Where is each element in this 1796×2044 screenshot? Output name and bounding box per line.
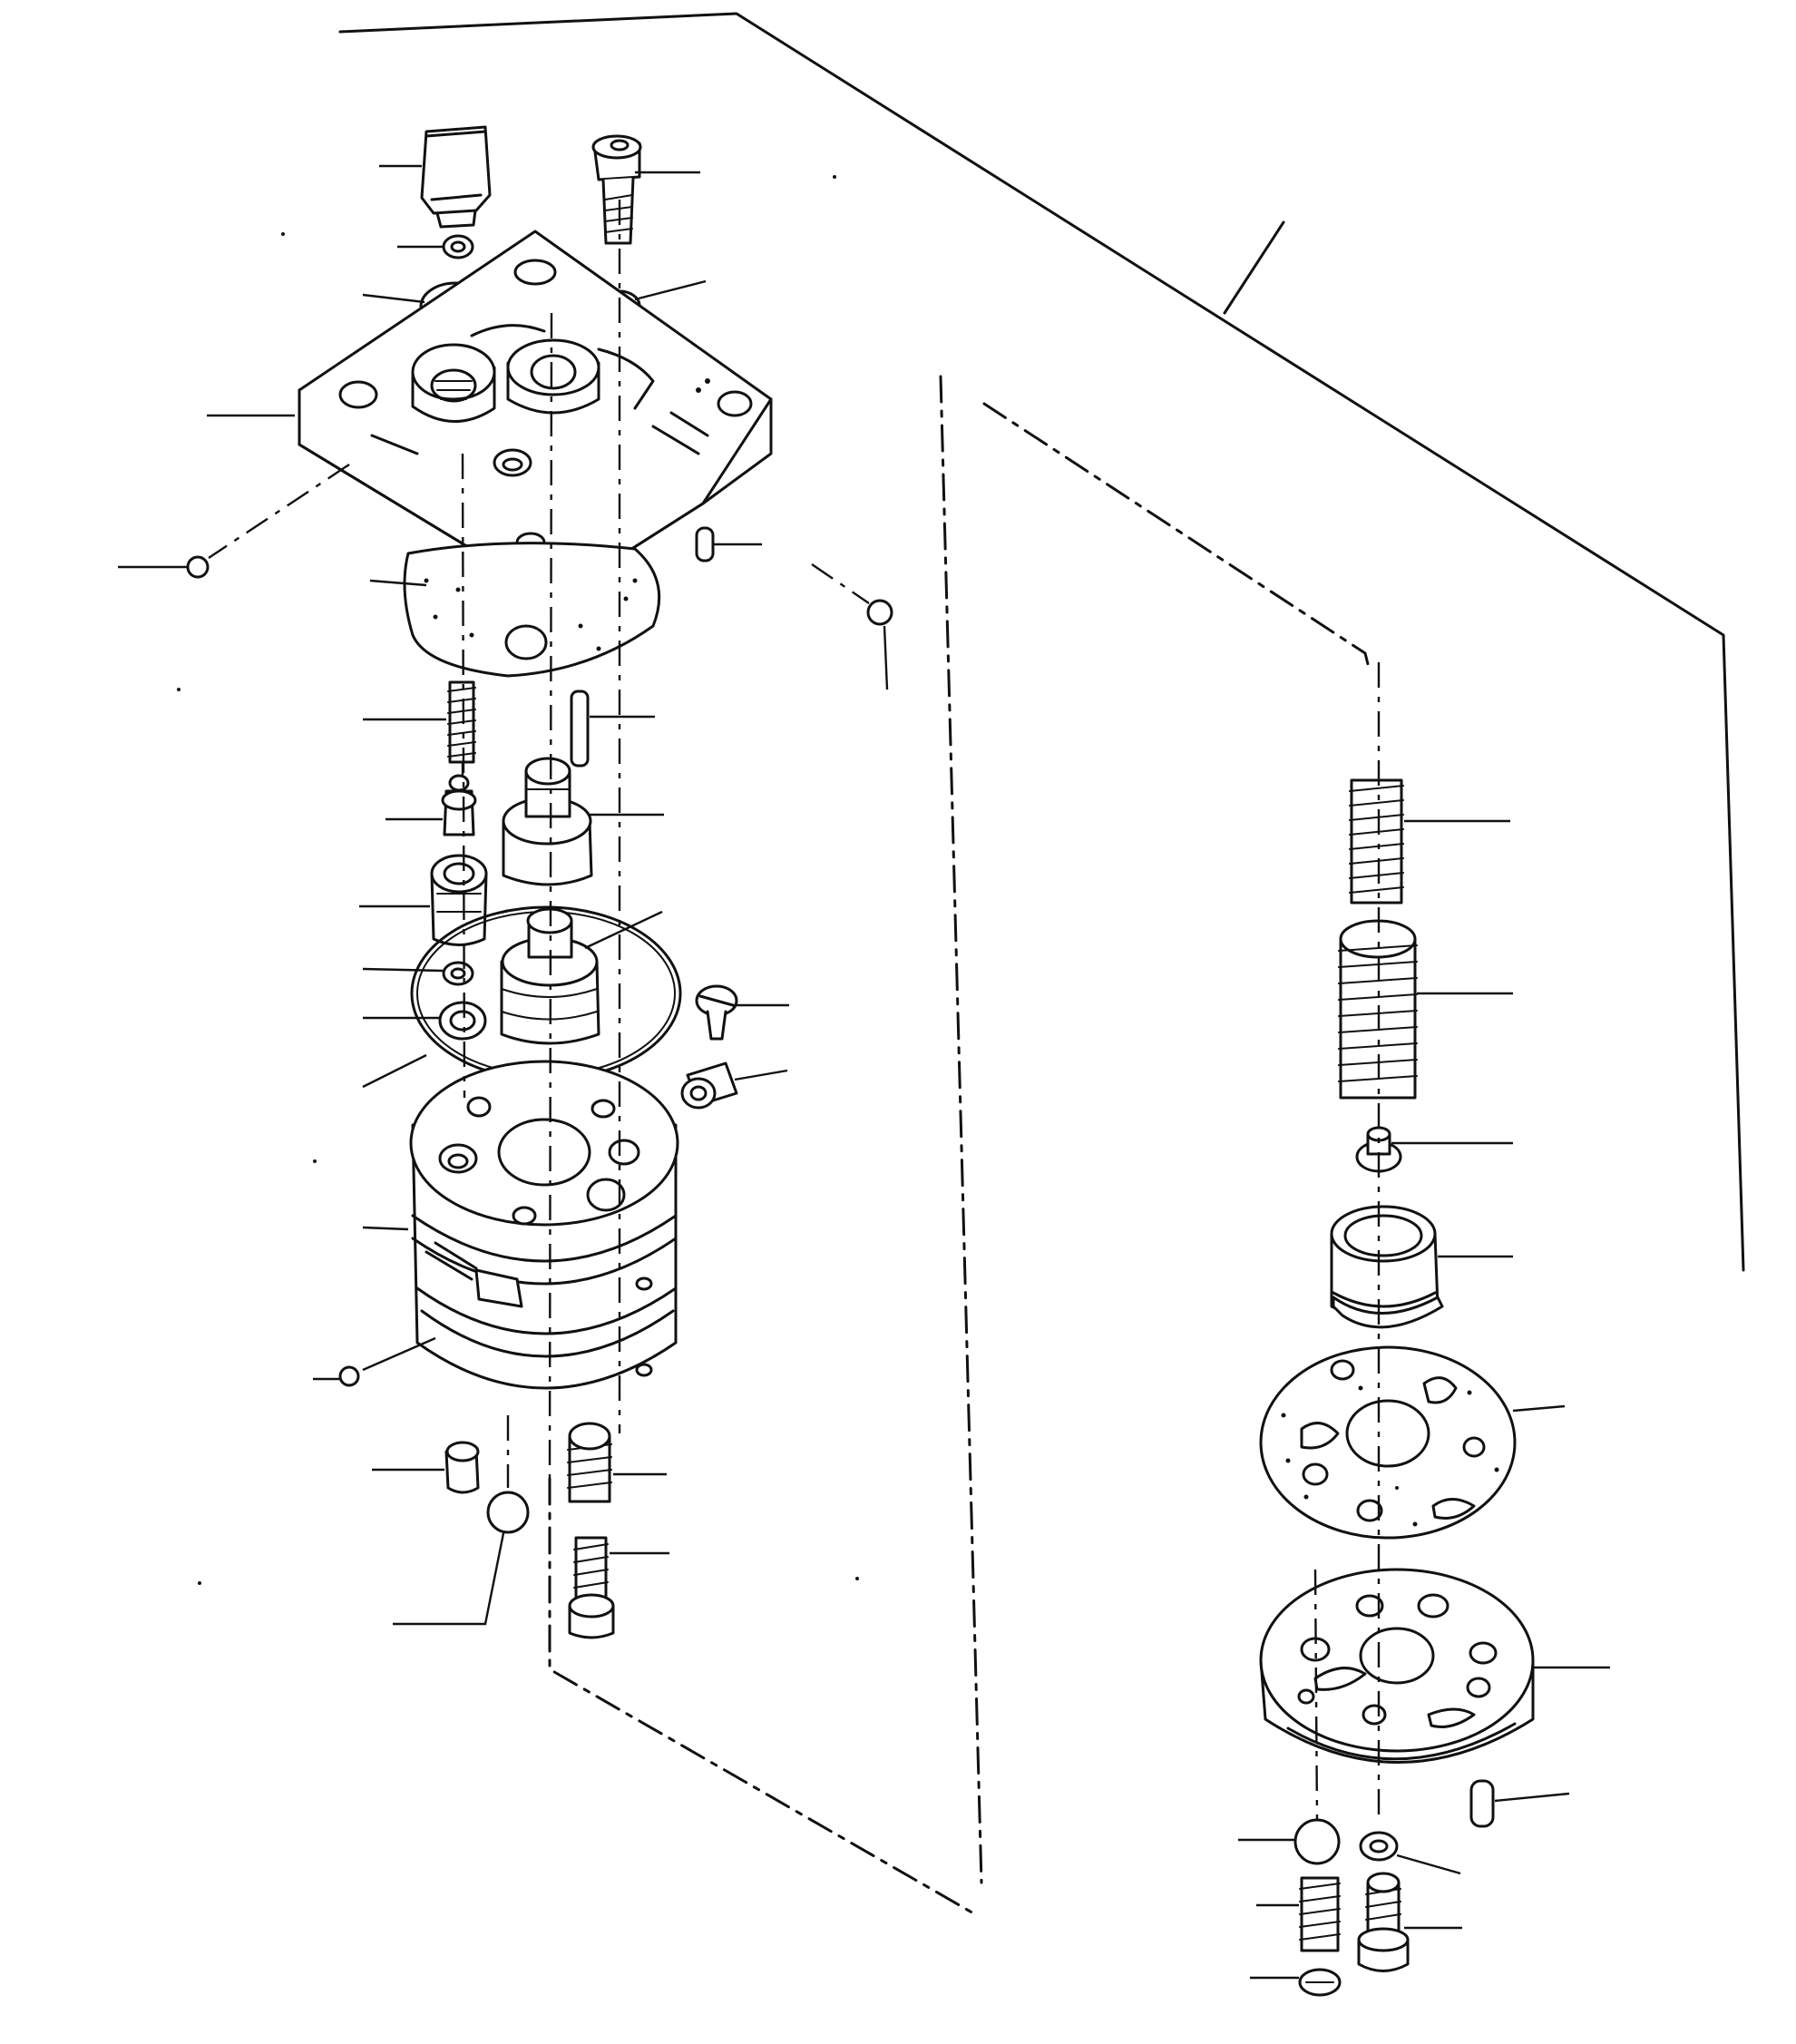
valve-seat-mid [502,757,593,886]
right-lower-screw [1357,1872,1410,1972]
hex-plug [420,125,492,229]
right-spring-small [1349,778,1404,905]
cover-plate [298,230,773,601]
lower-spring [567,1422,612,1503]
small-spring [447,680,476,764]
right-lower-spring [1299,1876,1341,1952]
gasket-disk [1259,1345,1517,1540]
socket-screw [591,134,642,245]
right-assembly [1238,662,1610,1997]
valve-small [441,774,477,836]
gasket [403,542,661,678]
left-assembly [118,125,893,1639]
retainer-cup [1330,1205,1444,1329]
grouping-bracket [338,12,1745,1916]
stray-specks [177,175,1399,1585]
valve-plate [1259,1568,1535,1764]
lower-screw [568,1536,615,1639]
pump-body [409,1060,679,1390]
